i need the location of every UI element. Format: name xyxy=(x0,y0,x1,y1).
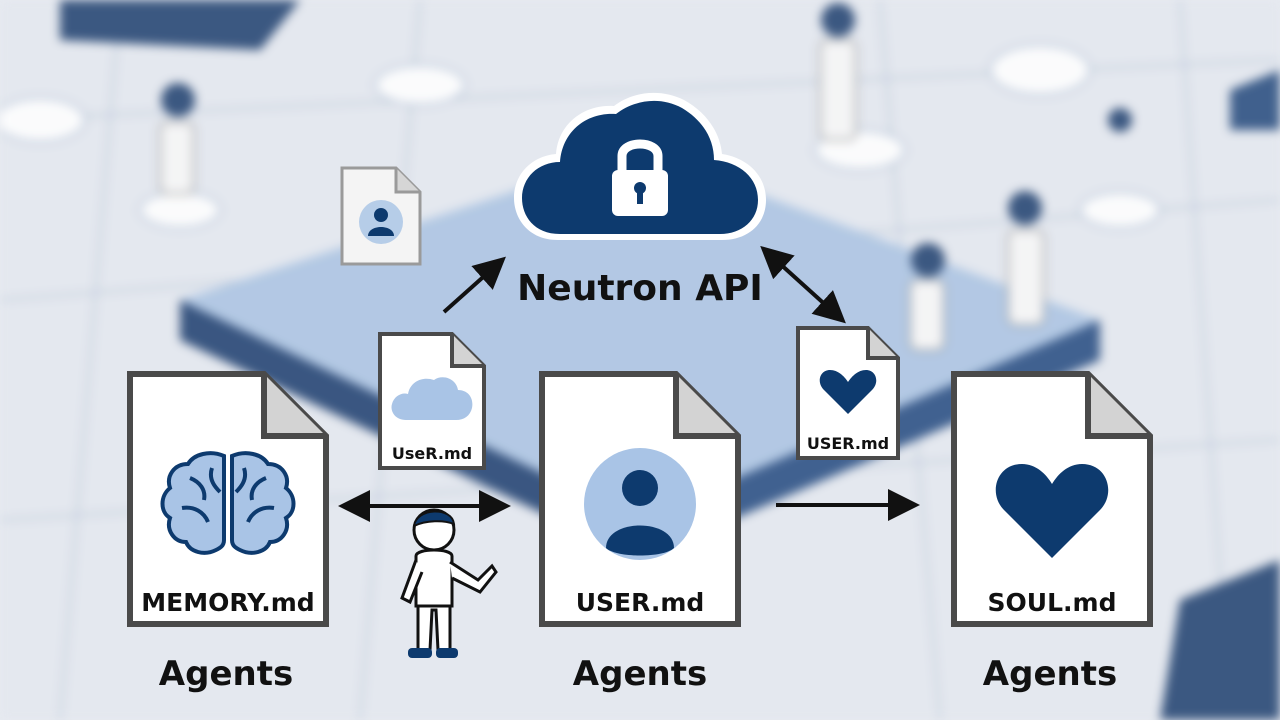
small-doc-heart-label: USER.md xyxy=(806,434,890,453)
arrow-api-user-heart xyxy=(760,245,846,324)
user-file-icon-large xyxy=(539,371,741,627)
small-doc-cloud-file-icon xyxy=(378,332,486,470)
cloud-icon xyxy=(391,377,473,420)
small-doc-heart: USER.md xyxy=(794,324,902,462)
person-icon xyxy=(400,508,498,658)
small-doc-heart-file-icon xyxy=(796,326,900,460)
heart-icon xyxy=(995,464,1109,558)
memory-document: MEMORY.md xyxy=(124,368,332,630)
lock-cloud-icon xyxy=(514,92,766,240)
user-file-icon xyxy=(340,166,422,266)
agents-label-left: Agents xyxy=(158,654,294,694)
small-doc-cloud-label: UseR.md xyxy=(391,444,473,463)
agents-label-right: Agents xyxy=(982,654,1118,694)
memory-document-label: MEMORY.md xyxy=(141,588,315,617)
agents-label-center: Agents xyxy=(572,654,708,694)
soul-file-icon xyxy=(951,371,1153,627)
soul-document: SOUL.md xyxy=(948,368,1156,630)
soul-document-label: SOUL.md xyxy=(987,588,1117,617)
arrow-to-api xyxy=(442,256,506,314)
api-label: Neutron API xyxy=(517,268,763,309)
user-document: USER.md xyxy=(536,368,744,630)
heart-icon xyxy=(819,370,877,414)
user-document-label: USER.md xyxy=(575,588,705,617)
brain-icon xyxy=(160,451,296,555)
user-avatar-icon xyxy=(584,448,696,560)
small-doc-cloud: UseR.md xyxy=(376,330,488,472)
memory-file-icon xyxy=(127,371,329,627)
